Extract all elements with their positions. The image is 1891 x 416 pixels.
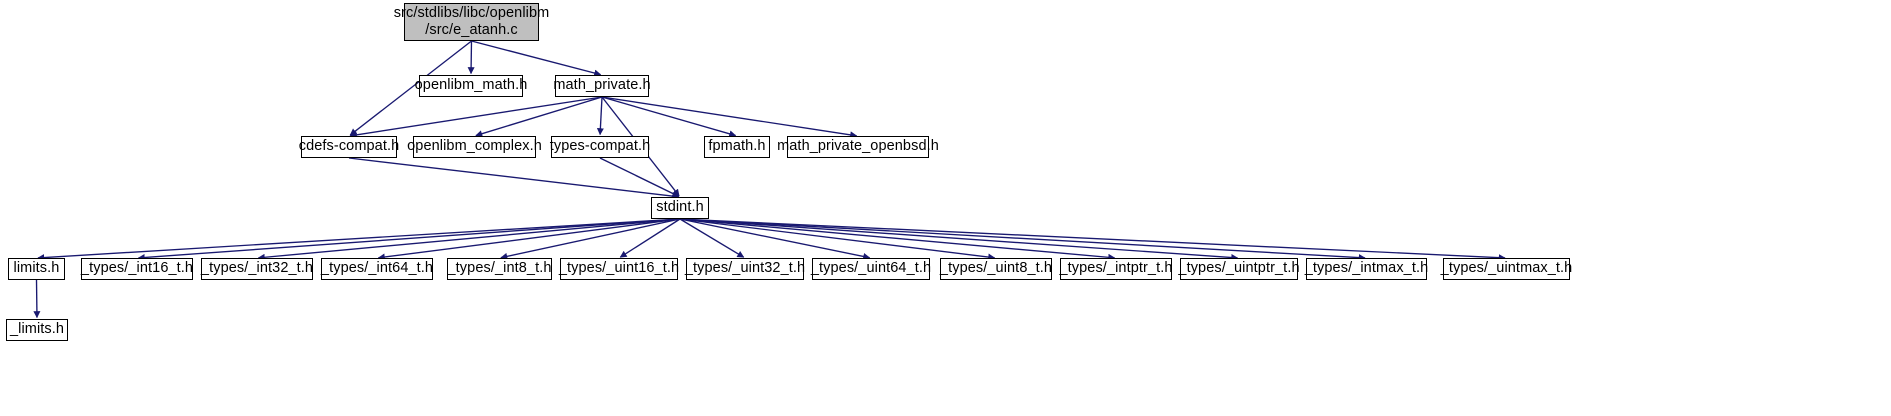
graph-edge-math_private-to-cdefs_compat: [349, 96, 603, 139]
graph-node-root[interactable]: src/stdlibs/libc/openlibm /src/e_atanh.c: [394, 3, 549, 41]
graph-edge-stdint-to-int8: [500, 218, 681, 260]
graph-edge-stdint-to-uintmax: [679, 218, 1506, 262]
graph-node-intmax[interactable]: _types/_intmax_t.h: [1305, 258, 1428, 280]
graph-edge-math_private-to-math_private_openbsd: [601, 96, 858, 139]
graph-node-_limits[interactable]: _limits.h: [6, 319, 68, 341]
graph-edge-stdint-to-uint16: [619, 218, 681, 258]
graph-node-openlibm_math[interactable]: openlibm_math.h: [415, 75, 527, 97]
graph-node-limits[interactable]: limits.h: [8, 258, 65, 280]
graph-node-uintmax[interactable]: _types/_uintmax_t.h: [1441, 258, 1572, 280]
graph-edge-stdint-to-int32: [257, 218, 681, 261]
graph-node-uint8[interactable]: _types/_uint8_t.h: [940, 258, 1052, 280]
graph-edge-math_private-to-fpmath: [601, 96, 737, 138]
graph-node-fpmath[interactable]: fpmath.h: [704, 136, 770, 158]
graph-node-types_compat[interactable]: types-compat.h: [550, 136, 650, 158]
graph-edge-stdint-to-int16: [137, 218, 681, 261]
graph-node-stdint[interactable]: stdint.h: [651, 197, 709, 219]
graph-node-openlibm_complex[interactable]: openlibm_complex.h: [407, 136, 542, 158]
graph-node-uint64[interactable]: _types/_uint64_t.h: [811, 258, 931, 280]
graph-edge-math_private-to-types_compat: [596, 96, 604, 136]
graph-edge-stdint-to-intmax: [679, 218, 1366, 262]
graph-node-uintptr[interactable]: _types/_uintptr_t.h: [1178, 258, 1300, 280]
graph-node-int64[interactable]: _types/_int64_t.h: [321, 258, 433, 280]
graph-edge-stdint-to-uint32: [679, 218, 745, 258]
graph-node-int32[interactable]: _types/_int32_t.h: [201, 258, 313, 280]
graph-node-int8[interactable]: _types/_int8_t.h: [447, 258, 552, 280]
graph-node-int16[interactable]: _types/_int16_t.h: [81, 258, 193, 280]
graph-node-math_private_openbsd[interactable]: math_private_openbsd.h: [777, 136, 939, 158]
graph-node-intptr[interactable]: _types/_intptr_t.h: [1059, 258, 1172, 280]
graph-edge-stdint-to-intptr: [679, 218, 1116, 261]
graph-edge-stdint-to-uintptr: [679, 218, 1239, 261]
graph-node-uint16[interactable]: _types/_uint16_t.h: [559, 258, 679, 280]
graph-edge-stdint-to-uint8: [679, 218, 996, 261]
graph-edge-cdefs_compat-to-stdint: [348, 157, 680, 200]
graph-edge-types_compat-to-stdint: [599, 157, 680, 197]
graph-edge-math_private-to-openlibm_complex: [475, 96, 603, 138]
graph-node-cdefs_compat[interactable]: cdefs-compat.h: [299, 136, 399, 158]
graph-node-math_private[interactable]: math_private.h: [553, 75, 651, 97]
graph-edge-stdint-to-int64: [377, 218, 681, 261]
graph-node-uint32[interactable]: _types/_uint32_t.h: [685, 258, 805, 280]
graph-edge-stdint-to-uint64: [679, 218, 871, 260]
graph-edge-root-to-math_private: [471, 40, 602, 77]
graph-edge-stdint-to-limits: [37, 218, 681, 262]
